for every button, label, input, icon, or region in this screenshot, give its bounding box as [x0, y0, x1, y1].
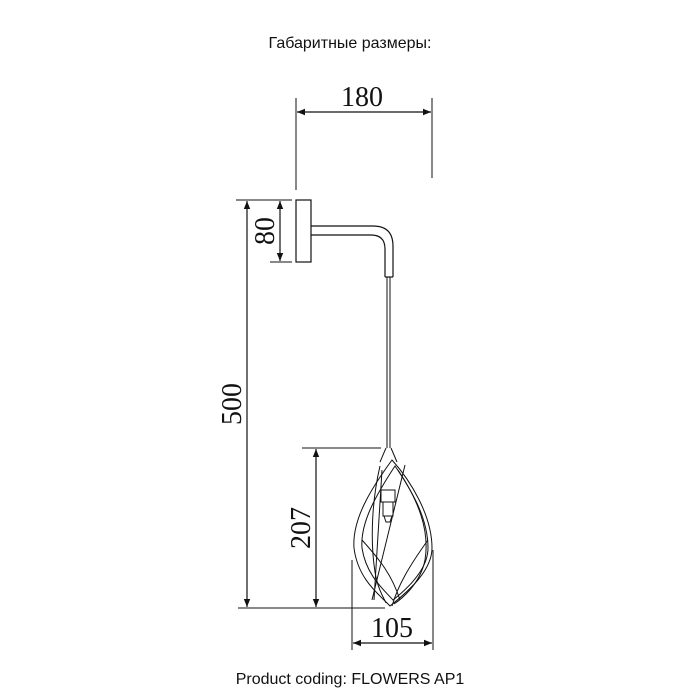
dimension-105: 105	[351, 550, 434, 650]
dimension-label-207: 207	[286, 507, 317, 549]
flower-shade	[353, 447, 433, 607]
dimension-label-80: 80	[250, 217, 281, 245]
dimension-80: 80	[236, 199, 292, 263]
product-coding: Product coding: FLOWERS AP1	[236, 671, 465, 688]
wall-bracket	[295, 199, 394, 448]
dimension-180: 180	[295, 82, 433, 190]
dimension-label-180: 180	[341, 82, 383, 113]
dimension-label-500: 500	[217, 383, 248, 425]
dimension-500: 500	[217, 201, 385, 609]
dimension-label-105: 105	[371, 613, 413, 644]
drawing-title: Габаритные размеры:	[269, 35, 432, 52]
dimension-207: 207	[286, 447, 381, 607]
